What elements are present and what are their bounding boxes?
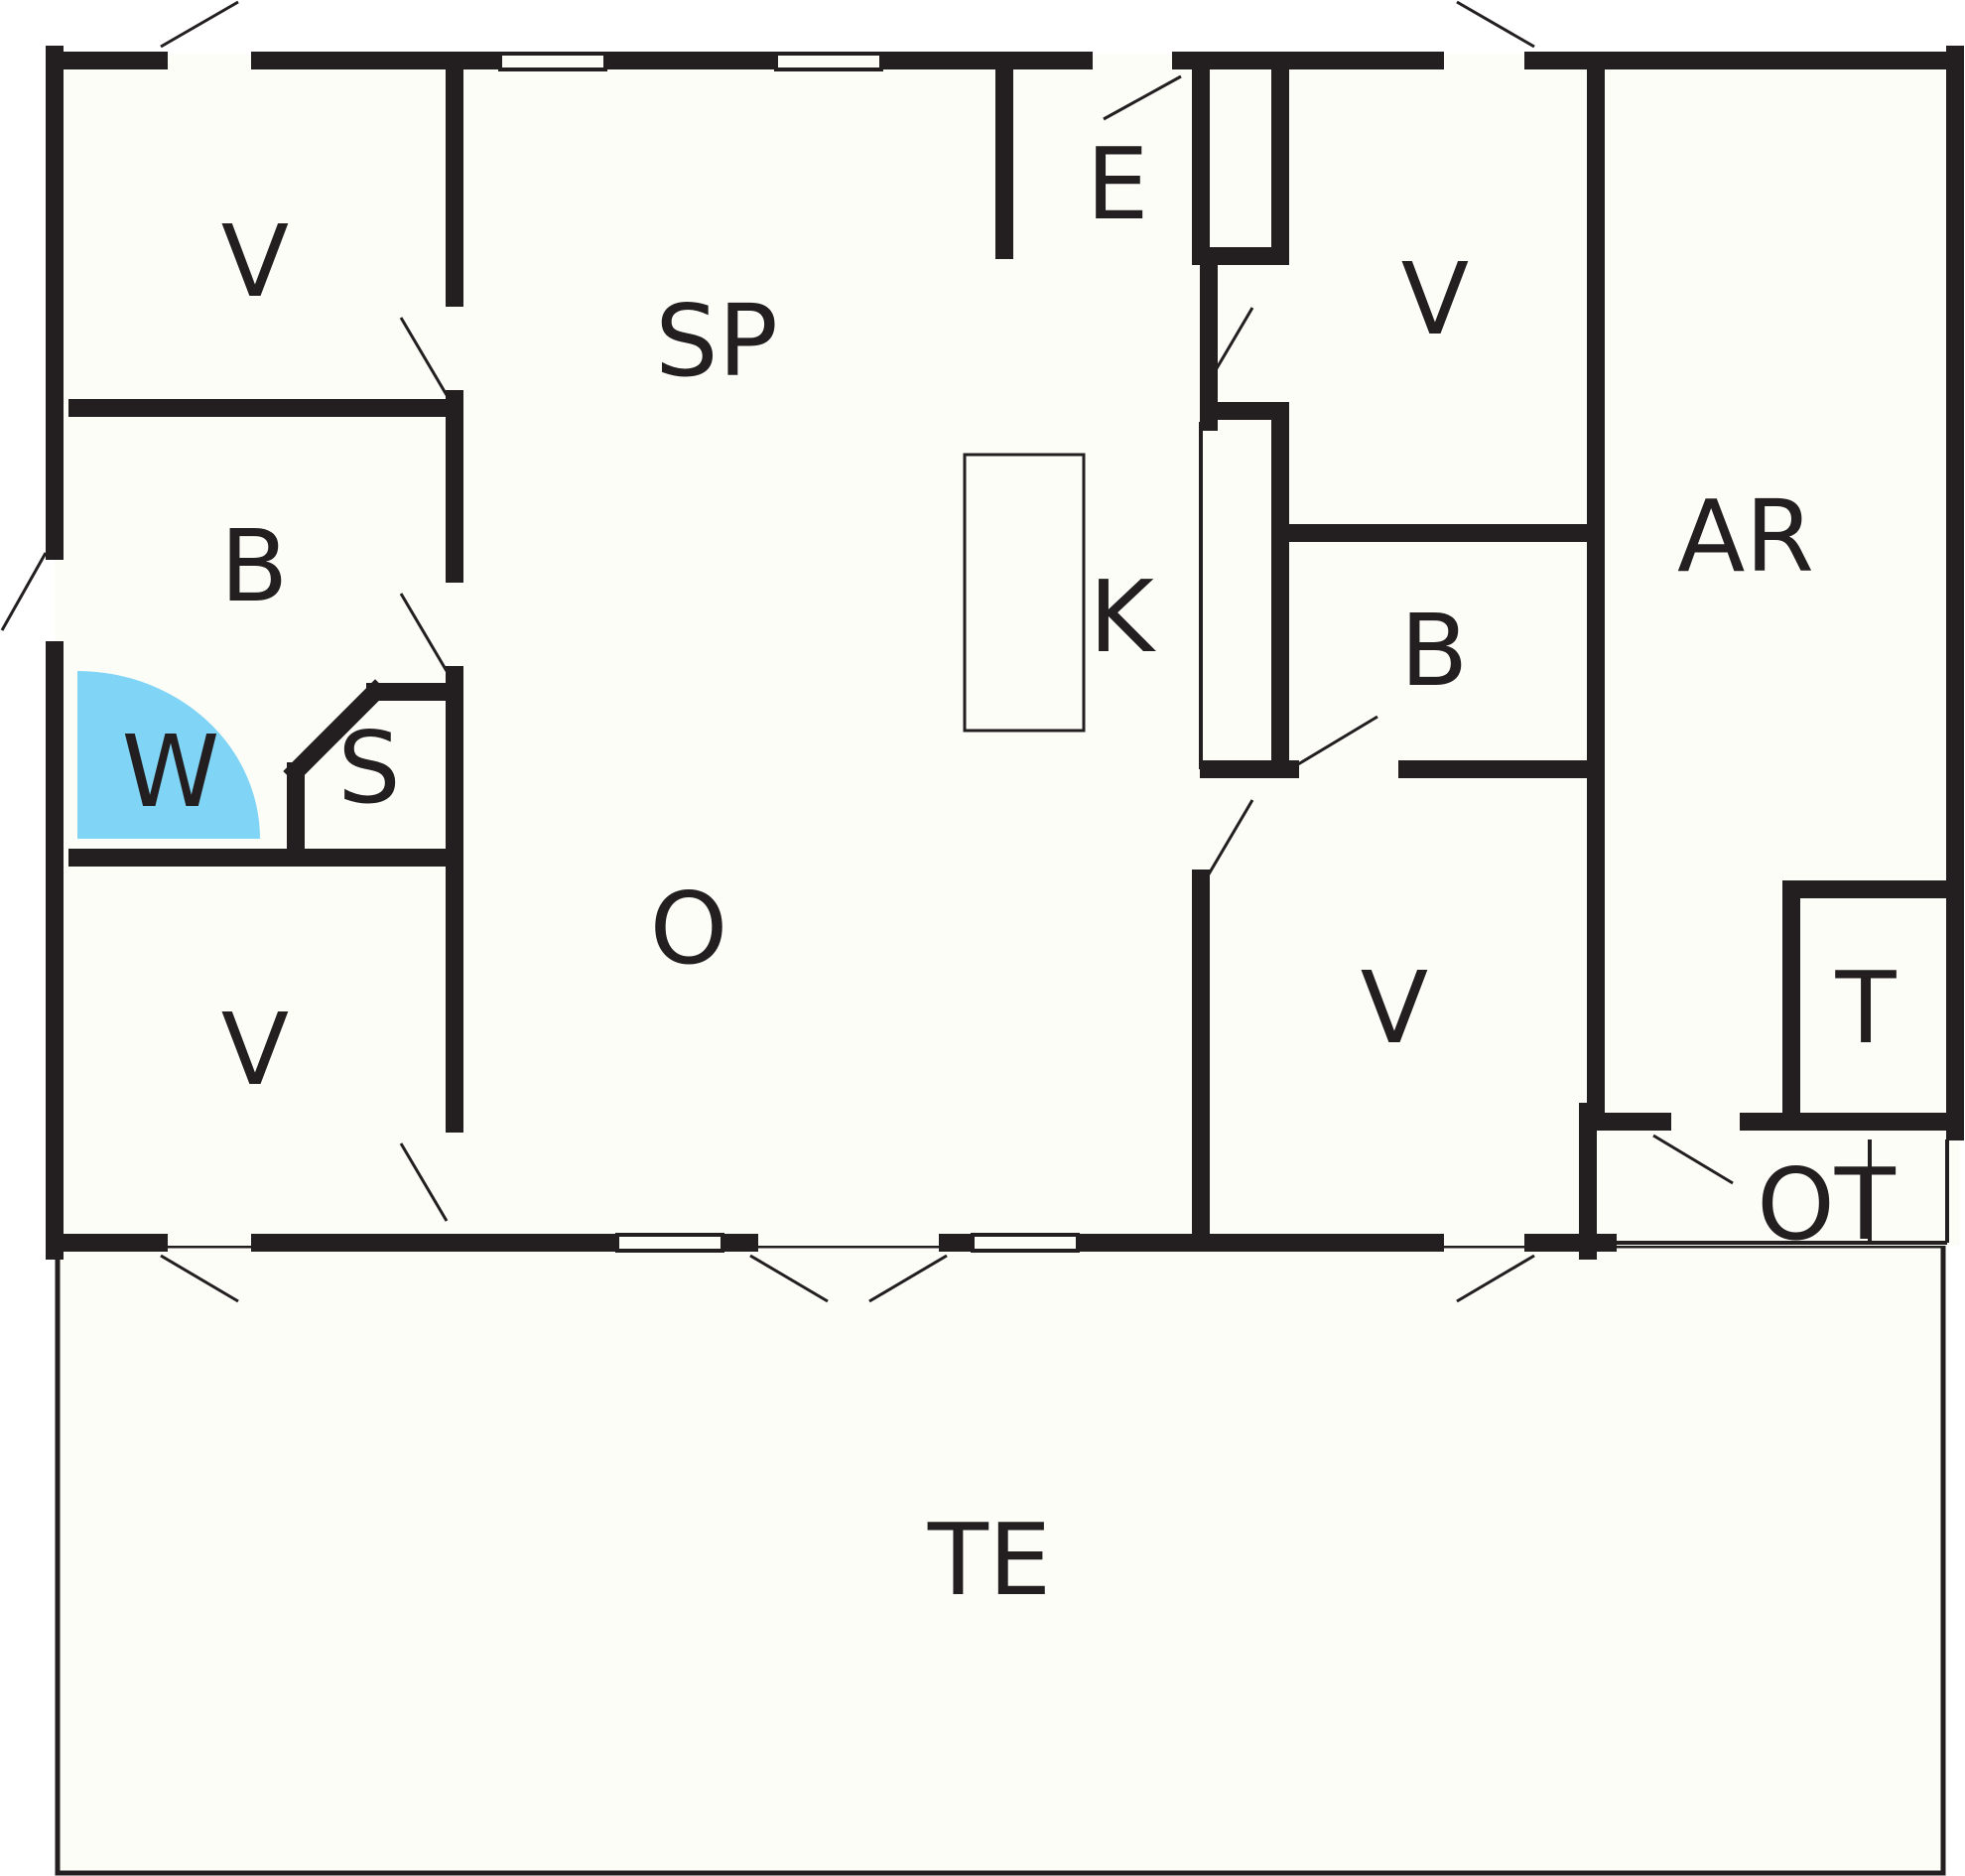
room-label-kitchen: K <box>1089 559 1156 675</box>
room-label-outdoor-storage: OT <box>1757 1146 1897 1263</box>
thin-walls <box>1199 422 1949 1245</box>
room-labels: V B W S V SP E K O V B V AR T OT TE <box>122 126 1898 1618</box>
terrace-floor <box>55 1243 1946 1876</box>
room-label-bedroom-4: V <box>1361 950 1428 1066</box>
room-label-washer: W <box>122 714 220 830</box>
room-label-bathroom-2: B <box>1400 593 1469 709</box>
room-label-storage: AR <box>1677 478 1814 595</box>
room-label-entry: E <box>1086 126 1148 242</box>
room-label-terrace: TE <box>927 1502 1051 1618</box>
room-label-bathroom-1: B <box>220 508 289 624</box>
shower-area <box>77 671 260 839</box>
window <box>774 52 883 71</box>
room-label-living-room: O <box>650 871 728 987</box>
windows <box>498 52 1080 1253</box>
window <box>498 52 607 71</box>
room-label-bedroom-3: V <box>1401 241 1469 357</box>
room-label-sauna: S <box>337 710 400 826</box>
window <box>971 1233 1080 1253</box>
door-swings <box>0 0 1734 1303</box>
room-label-bedroom-2: V <box>221 992 289 1108</box>
walls <box>46 46 1964 1260</box>
room-label-closet: T <box>1834 950 1897 1066</box>
kitchen-island <box>963 453 1086 733</box>
room-label-dining: SP <box>655 283 778 399</box>
window <box>615 1233 724 1253</box>
room-label-bedroom-1: V <box>221 203 289 320</box>
